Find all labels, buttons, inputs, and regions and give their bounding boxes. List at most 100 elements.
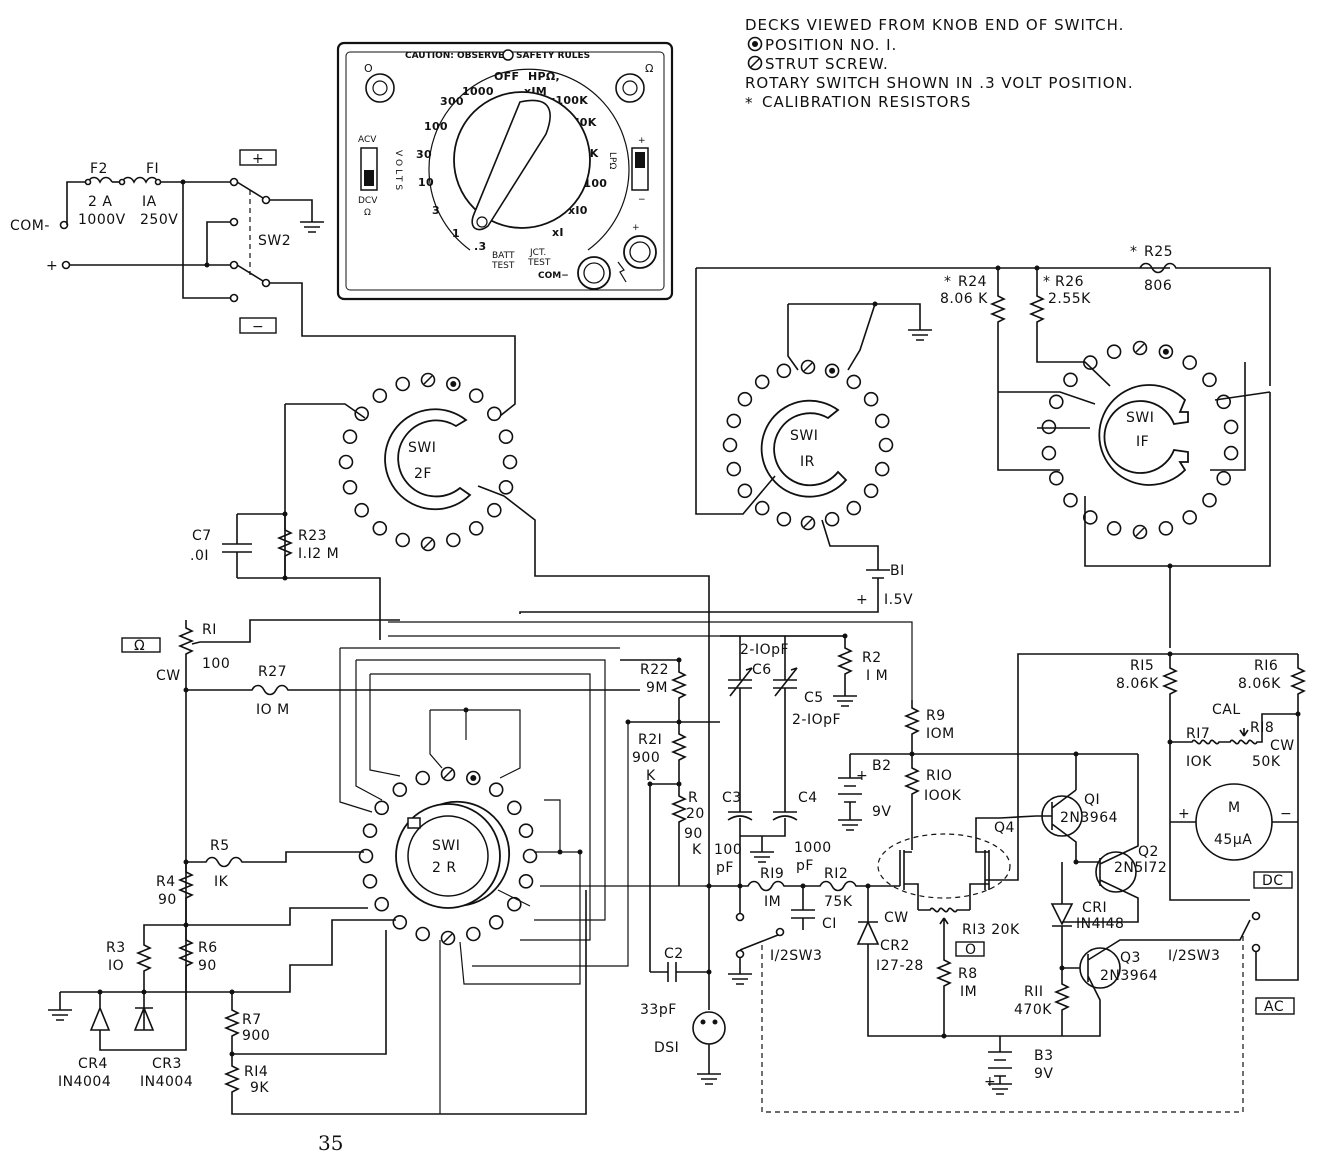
diode-cr3 <box>133 992 155 1031</box>
plus-input-label: + <box>46 258 58 274</box>
switch-contact <box>374 896 390 912</box>
switch-contact <box>518 873 534 889</box>
r21-value: 900 <box>632 750 660 766</box>
r13-label: RI3 20K <box>962 922 1020 938</box>
range-1000: 1000 <box>462 85 494 98</box>
r20-label: R <box>688 790 698 806</box>
r8-label: R8 <box>958 966 978 982</box>
r18-cw: CW <box>1270 738 1295 754</box>
resistor-r11 <box>1053 968 1071 1036</box>
resistor-r3 <box>135 924 186 992</box>
switch-contact <box>498 479 514 495</box>
switch-contact <box>722 437 738 453</box>
capacitor-c6 <box>728 636 752 784</box>
ground-c3c4 <box>750 836 774 863</box>
o-box: O <box>965 942 977 958</box>
switch-contact <box>1049 470 1064 486</box>
range-3: 3 <box>432 204 440 217</box>
left-network: Ω RI 100 CW R27 IO M R5 IK R4 90 R3 IO R… <box>48 619 640 1115</box>
switch-contact <box>445 532 461 548</box>
safety-rules-label: SAFETY RULES <box>516 51 590 61</box>
switch-contact <box>878 437 894 453</box>
r26-label: R26 <box>1055 274 1084 290</box>
capacitor-c1 <box>791 886 815 930</box>
r20-label-num: 20 <box>686 806 705 822</box>
cr1-label: CRI <box>1082 900 1107 916</box>
resistor-r16 <box>1289 654 1307 742</box>
switch-contact <box>362 873 378 889</box>
switch-contact <box>1063 372 1078 388</box>
switch-contact <box>1106 520 1122 536</box>
dcv-label: DCV <box>358 196 378 206</box>
switch-contact <box>522 848 538 864</box>
r19-value: IM <box>764 894 781 910</box>
acv-label: ACV <box>358 135 377 145</box>
r10-value: IOOK <box>924 788 962 804</box>
r25-asterisk: * <box>1130 244 1138 260</box>
resistor-r6 <box>177 925 195 992</box>
r25-value: 806 <box>1144 278 1172 294</box>
r25-label: R25 <box>1144 244 1173 260</box>
b1-plus: + <box>856 592 868 608</box>
q2-value: 2N5I72 <box>1114 860 1167 876</box>
resistor-r13 <box>918 907 970 913</box>
r17-label: RI7 <box>1186 726 1210 742</box>
diode-cr1 <box>1050 862 1074 927</box>
diode-cr2 <box>856 886 1000 1037</box>
r18-label: RI8 <box>1250 720 1274 736</box>
resistor-r26 <box>1028 268 1111 387</box>
ground-sw3a <box>728 958 752 985</box>
sw3b-label: I/2SW3 <box>1168 948 1220 964</box>
f2-rating-v: 1000V <box>78 212 126 228</box>
switch-contact <box>354 502 370 518</box>
resistor-r5 <box>186 851 364 868</box>
switch-contact <box>737 483 753 499</box>
cr4-value: IN4004 <box>58 1074 111 1090</box>
volts-label: VOLTS <box>393 150 403 193</box>
meter-label: M <box>1228 800 1241 816</box>
resistors-r17-r18 <box>1170 713 1298 745</box>
ac-box: AC <box>1264 999 1284 1015</box>
ds1-label: DSI <box>654 1040 679 1056</box>
sw2-label: SW2 <box>258 233 291 249</box>
sw1-2f-deck: SWI 2F C7 .0I R23 I.I2 M <box>190 372 710 1010</box>
output-stage: QI 2N3964 Q2 2N5I72 CRI IN4I48 Q3 2N3964… <box>999 651 1307 1037</box>
b1-label: BI <box>890 563 905 579</box>
r11-value: 470K <box>1014 1002 1052 1018</box>
r6-label: R6 <box>198 940 218 956</box>
switch-contact <box>846 500 862 516</box>
c7-value: .0I <box>190 548 209 564</box>
sw1-1f-deck: SWI IF * R25 806 * R24 8.06 K * R26 2.55… <box>940 244 1271 648</box>
sw1-2f-sub: 2F <box>414 466 432 482</box>
meter-m <box>1195 783 1273 861</box>
b2-label: B2 <box>872 758 892 774</box>
c7-label: C7 <box>192 528 212 544</box>
lp-plus-label: + <box>638 136 646 146</box>
r21-label: R2I <box>638 732 662 748</box>
jct-test-label: TEST <box>527 258 551 268</box>
sw2-minus-box: − <box>252 319 264 335</box>
range-off: OFF <box>494 70 519 83</box>
com-input-label: COM- <box>10 218 50 234</box>
c2-value: 33pF <box>640 1002 677 1018</box>
range-hp-ohm: HPΩ, <box>528 70 560 83</box>
b1-value: I.5V <box>884 592 913 608</box>
c5-value: 2-IOpF <box>792 712 841 728</box>
batt-test-label: TEST <box>491 261 515 271</box>
lamp-ds1 <box>692 1011 726 1045</box>
switch-contact <box>498 429 514 445</box>
r16-value: 8.06K <box>1238 676 1281 692</box>
r24-value: 8.06 K <box>940 291 988 307</box>
switch-contact <box>415 770 431 786</box>
c3-value: 100 <box>714 842 742 858</box>
resistor-r4 <box>177 862 195 925</box>
switch-contact <box>354 406 370 422</box>
switch-contact <box>1223 419 1239 435</box>
resistor-r20 <box>670 784 688 886</box>
meter-value: 45μA <box>1214 832 1252 848</box>
q4-label: Q4 <box>994 820 1015 836</box>
note-rotary-switch: ROTARY SWITCH SHOWN IN .3 VOLT POSITION. <box>745 74 1134 92</box>
switch-contact <box>1041 445 1057 461</box>
r9-label: R9 <box>926 708 946 724</box>
switch-contact <box>726 461 742 477</box>
